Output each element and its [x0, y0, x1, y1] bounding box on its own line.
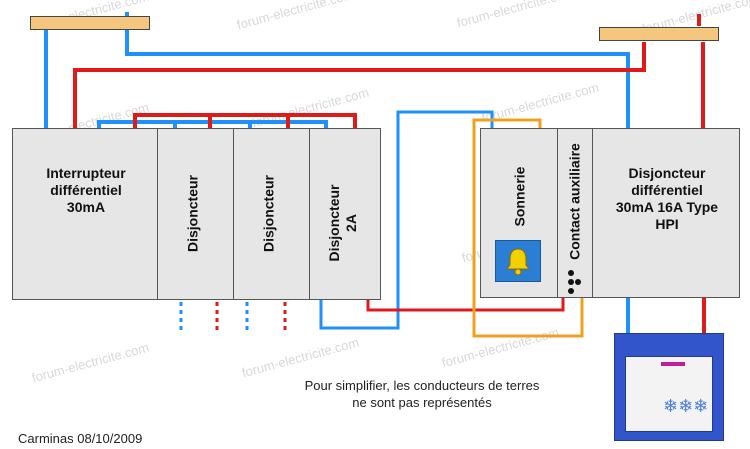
note-text: Pour simplifier, les conducteurs de terr… [304, 378, 540, 410]
module-disjoncteur-1 [157, 128, 234, 300]
sonnerie-label: Sonnerie [511, 166, 528, 227]
disjoncteur-1-label: Disjoncteur [184, 175, 201, 253]
disjoncteur-2a-line2: 2A [343, 214, 359, 232]
phase-wire-main [73, 42, 646, 130]
contact-auxiliaire-label: Contact auxiliaire [566, 143, 583, 260]
signal-wire [472, 118, 584, 338]
module-interrupteur [12, 128, 158, 300]
neutral-wire-main [125, 12, 630, 130]
disjoncteur-differentiel-label: Disjoncteur différentiel 30mA 16A Type H… [615, 165, 719, 232]
terminal-dot [568, 279, 574, 285]
snowflake-icon: ❄❄❄ [663, 396, 709, 417]
module-disjoncteur-differentiel [592, 128, 740, 298]
module-disjoncteur-2 [233, 128, 310, 300]
bell-shape [506, 248, 530, 276]
freezer-door [625, 356, 713, 432]
neutral-wire-2a [319, 110, 494, 330]
busbar-left [30, 16, 150, 30]
disjoncteur-2-label: Disjoncteur [260, 175, 277, 253]
freezer-handle [661, 362, 685, 366]
phase-comb [133, 113, 357, 130]
freezer-appliance: ❄❄❄ [614, 333, 724, 441]
credit-text: Carminas 08/10/2009 [18, 431, 143, 446]
phase-wire-2a [366, 290, 565, 312]
terminal-dot [568, 270, 574, 276]
terminal-dot [568, 288, 574, 294]
interrupteur-label: Interrupteur différentiel 30mA [46, 165, 126, 215]
module-disjoncteur-2a [309, 128, 381, 300]
disjoncteur-2a-line1: Disjoncteur [326, 184, 342, 262]
terminal-dot [575, 279, 581, 285]
contact-terminals [568, 270, 581, 296]
bell-icon [495, 240, 541, 282]
busbar-right [599, 27, 719, 41]
disjoncteur-2a-label: Disjoncteur 2A [326, 173, 362, 273]
module-contact-auxiliaire [557, 128, 593, 298]
